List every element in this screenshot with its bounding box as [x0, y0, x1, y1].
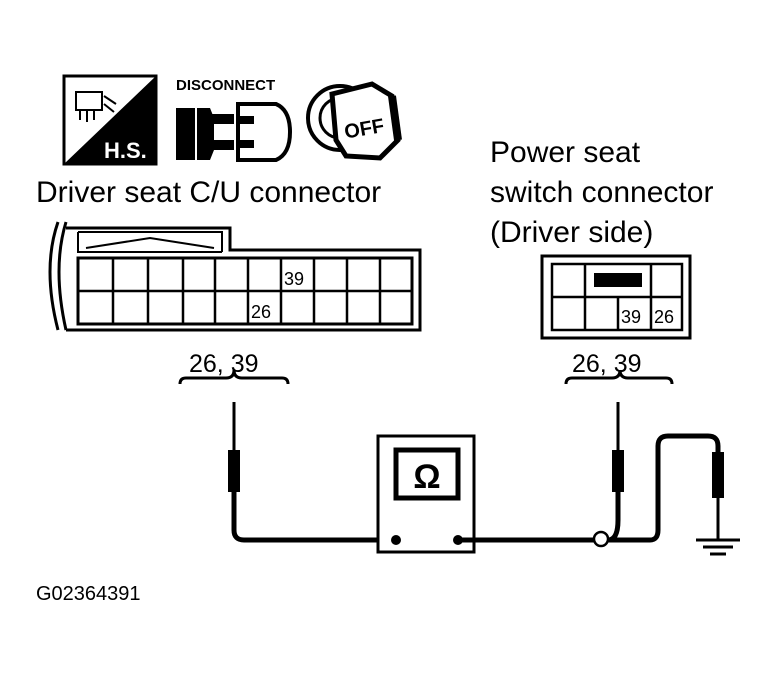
figure-id: G02364391 [36, 583, 141, 605]
switch-connector-title-2: switch connector [490, 176, 713, 209]
switch-connector [540, 254, 692, 340]
hs-label: H.S. [104, 138, 147, 163]
ground-icon [696, 538, 740, 556]
switch-pins-label: 26, 39 [572, 350, 642, 378]
junction-point [592, 530, 610, 548]
switch-connector-title-1: Power seat [490, 136, 641, 169]
driver-pins-label: 26, 39 [189, 350, 259, 378]
ohm-symbol: Ω [413, 458, 440, 496]
harness-side-icon: H.S. [62, 74, 158, 166]
driver-cavity-39: 39 [284, 269, 304, 289]
switch-cavity-39: 39 [621, 307, 641, 327]
driver-connector-title: Driver seat C/U connector [36, 176, 381, 209]
switch-connector-title-3: (Driver side) [490, 216, 653, 249]
disconnect-label: DISCONNECT [176, 77, 275, 94]
ignition-off-icon: OFF [306, 81, 402, 161]
disconnect-icon: DISCONNECT [176, 77, 293, 162]
right-probe [458, 402, 724, 548]
driver-seat-connector [48, 221, 422, 332]
left-probe [228, 402, 396, 543]
switch-brace [564, 369, 674, 385]
driver-cavity-26: 26 [251, 302, 271, 322]
ohmmeter [376, 434, 476, 554]
driver-brace [178, 369, 290, 385]
switch-cavity-26: 26 [654, 307, 674, 327]
